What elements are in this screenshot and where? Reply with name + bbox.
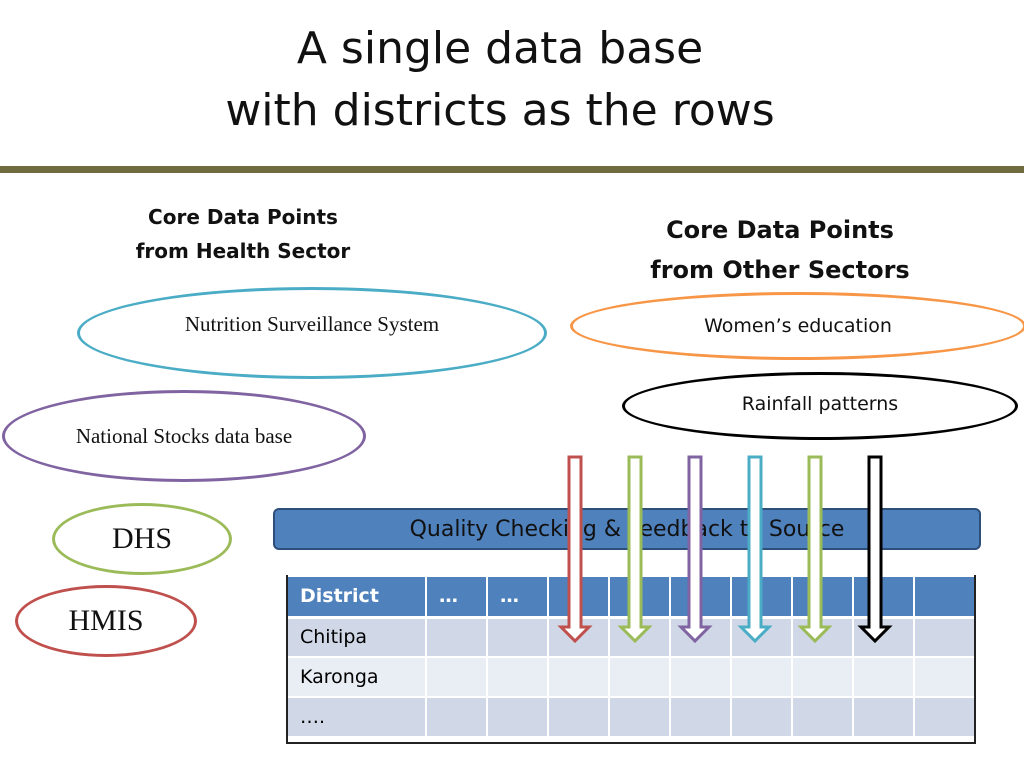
rainfall-patterns-ellipse: Rainfall patterns <box>622 372 1018 440</box>
table-cell <box>670 657 732 698</box>
womens-education-label: Women’s education <box>704 315 892 337</box>
table-cell <box>426 657 488 698</box>
dhs-label: DHS <box>111 522 172 555</box>
table-cell <box>548 697 610 738</box>
hmis-ellipse: HMIS <box>15 585 197 657</box>
table-cell <box>853 657 915 698</box>
table-cell <box>792 697 854 738</box>
district-cell: Karonga <box>288 657 427 698</box>
other-heading-line-2: from Other Sectors <box>650 256 910 284</box>
table-header-row: District … … <box>288 577 976 619</box>
table-cell <box>914 697 976 738</box>
table-cell <box>731 657 793 698</box>
quality-checking-box: Quality Checking & Feedback to Source <box>273 508 981 550</box>
header-cell-empty <box>609 577 671 619</box>
title-divider <box>0 166 1024 173</box>
health-sector-heading: Core Data Points from Health Sector <box>108 200 378 268</box>
district-cell: Chitipa <box>288 617 427 658</box>
table-cell <box>731 697 793 738</box>
header-cell-district: District <box>288 577 427 619</box>
table-cell <box>487 617 549 658</box>
title-line-2: with districts as the rows <box>225 85 775 136</box>
header-cell-empty <box>548 577 610 619</box>
header-cell-ellipsis: … <box>487 577 549 619</box>
hmis-label: HMIS <box>68 604 144 637</box>
table-cell <box>548 657 610 698</box>
other-heading-line-1: Core Data Points <box>666 216 894 244</box>
table-cell <box>731 617 793 658</box>
table-cell <box>487 657 549 698</box>
table-row: Chitipa <box>288 617 976 658</box>
other-sectors-heading: Core Data Points from Other Sectors <box>630 210 930 290</box>
table-cell <box>792 657 854 698</box>
health-heading-line-1: Core Data Points <box>148 205 338 229</box>
rainfall-patterns-label: Rainfall patterns <box>741 393 899 415</box>
nutrition-surveillance-label: Nutrition Surveillance System <box>184 312 440 336</box>
table-cell <box>670 617 732 658</box>
dhs-ellipse: DHS <box>52 503 232 575</box>
header-cell-empty <box>853 577 915 619</box>
table-cell <box>609 657 671 698</box>
header-cell-empty <box>914 577 976 619</box>
table-cell <box>853 697 915 738</box>
header-cell-empty <box>792 577 854 619</box>
header-cell-empty <box>670 577 732 619</box>
header-cell-empty <box>731 577 793 619</box>
district-table: District … … Chitipa Karonga …. <box>288 577 976 738</box>
table-cell <box>914 657 976 698</box>
table-cell <box>426 617 488 658</box>
table-cell <box>609 697 671 738</box>
title-line-1: A single data base <box>296 23 704 74</box>
table-cell <box>487 697 549 738</box>
nutrition-surveillance-ellipse: Nutrition Surveillance System <box>77 287 547 379</box>
health-heading-line-2: from Health Sector <box>135 239 351 263</box>
table-cell <box>914 617 976 658</box>
table-cell <box>792 617 854 658</box>
table-cell <box>548 617 610 658</box>
table-cell <box>670 697 732 738</box>
national-stocks-label: National Stocks data base <box>75 424 293 448</box>
district-cell: …. <box>288 697 427 738</box>
header-cell-ellipsis: … <box>426 577 488 619</box>
table-cell <box>853 617 915 658</box>
slide-title: A single data base with districts as the… <box>0 18 1000 142</box>
table-cell <box>426 697 488 738</box>
table-row: Karonga <box>288 657 976 698</box>
womens-education-ellipse: Women’s education <box>570 292 1024 360</box>
table-row: …. <box>288 697 976 738</box>
table-cell <box>609 617 671 658</box>
quality-checking-label: Quality Checking & Feedback to Source <box>409 516 845 542</box>
national-stocks-ellipse: National Stocks data base <box>2 390 366 482</box>
